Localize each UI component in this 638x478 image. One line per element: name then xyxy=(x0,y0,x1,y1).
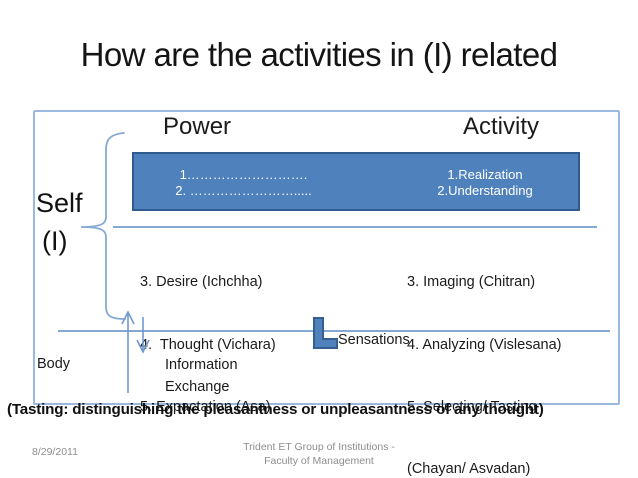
activity-item: 3. Imaging (Chitran) xyxy=(407,274,536,291)
tasting-note: (Tasting: distinguishing the pleasantnes… xyxy=(7,401,544,418)
body-label: Body xyxy=(37,356,71,372)
highlight-power-lines: 1………………………. 2. ……………………..... xyxy=(136,167,351,199)
exchange-arrows xyxy=(121,310,150,393)
sensations-connector-shape xyxy=(313,317,338,349)
activity-column-header: Activity xyxy=(463,113,540,140)
slide-title: How are the activities in (I) related xyxy=(80,36,558,73)
highlight-power-line-1: 1………………………. xyxy=(179,167,308,182)
power-column-header: Power xyxy=(163,113,232,140)
down-arrow-icon xyxy=(136,317,150,354)
information-exchange-line2: Exchange xyxy=(165,378,230,395)
power-item: 5. Expactation (Asa) xyxy=(140,398,271,415)
activity-items-list: 3. Imaging (Chitran) 4. Analyzing (Visle… xyxy=(407,231,562,478)
highlight-activity-line-2: 2.Understanding xyxy=(437,183,533,198)
power-items-list: 3. Desire (Ichchha) 4. Thought (Vichara)… xyxy=(140,231,276,459)
self-i-label: (I) xyxy=(42,226,68,256)
footer-org-line2: Faculty of Management xyxy=(264,454,374,467)
activity-item: 4. Analyzing (Vislesana) xyxy=(407,336,562,353)
sensations-label: Sensations xyxy=(338,332,410,348)
power-item: 3. Desire (Ichchha) xyxy=(140,274,263,291)
self-label: Self xyxy=(36,188,83,218)
footer-date: 8/29/2011 xyxy=(32,446,78,458)
activity-item: 5. Selecting/ Tasting xyxy=(407,398,537,415)
power-item: 4. Thought (Vichara) xyxy=(140,336,276,353)
self-brace-icon xyxy=(80,132,126,320)
up-arrow-icon xyxy=(121,310,135,393)
highlight-activity-lines: 1.Realization 2.Understanding xyxy=(404,167,566,199)
highlight-box: 1………………………. 2. ……………………..... 1.Realizati… xyxy=(132,152,580,211)
information-exchange-label: Information Exchange xyxy=(165,355,238,398)
diagram-frame xyxy=(33,110,620,405)
footer-organization: Trident ET Group of Institutions - Facul… xyxy=(0,441,638,468)
footer-org-line1: Trident ET Group of Institutions - xyxy=(243,441,395,453)
sensations-divider-line xyxy=(58,330,610,332)
activity-item: (Chayan/ Asvadan) xyxy=(407,460,531,477)
highlight-power-line-2: 2. ……………………..... xyxy=(175,183,312,198)
highlight-activity-line-1: 1.Realization xyxy=(447,167,523,182)
information-exchange-line1: Information xyxy=(165,357,238,373)
divider-under-highlight xyxy=(113,226,597,228)
